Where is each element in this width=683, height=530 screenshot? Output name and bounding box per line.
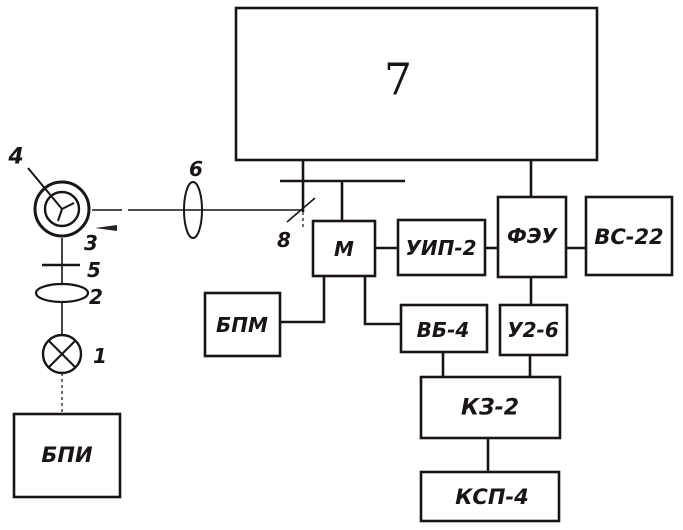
block-kz — [419, 375, 562, 440]
cell-4-mark-a — [57, 208, 63, 222]
label-4: 4 — [7, 145, 23, 170]
block-7 — [234, 6, 599, 162]
block-uip-label: УИП-2 — [405, 236, 476, 260]
block-bpm — [203, 291, 282, 358]
block-vb — [399, 303, 489, 354]
label-2: 2 — [89, 285, 103, 309]
cell-4-leader — [27, 167, 63, 210]
block-feu-label: ФЭУ — [507, 224, 559, 248]
block-bpi — [12, 412, 122, 499]
arrow-icon — [95, 225, 117, 231]
label-8: 8 — [277, 228, 291, 252]
block-bpi-label: БПИ — [41, 443, 93, 467]
label-3: 3 — [84, 231, 98, 255]
wire-m-vb — [363, 276, 401, 326]
block-vs-label: ВС-22 — [594, 225, 663, 249]
label-1: 1 — [93, 344, 107, 368]
block-7-label: 7 — [384, 55, 412, 106]
block-kz-label: КЗ-2 — [461, 396, 519, 421]
block-feu — [496, 195, 568, 279]
block-ksp-label: КСП-4 — [455, 485, 528, 509]
block-ksp — [419, 470, 561, 523]
wire-m-bpm — [280, 276, 326, 324]
block-bpm-label: БПМ — [216, 313, 268, 337]
cell-4-mark-b — [61, 202, 75, 210]
block-m-label: М — [334, 237, 354, 261]
label-6: 6 — [189, 157, 203, 181]
block-vs — [584, 195, 674, 277]
block-u2-label: У2-6 — [507, 318, 559, 342]
block-u2 — [498, 303, 569, 357]
condenser-2 — [34, 282, 90, 304]
lamp-cross-b — [48, 340, 76, 368]
label-5: 5 — [87, 258, 101, 282]
block-vb-label: ВБ-4 — [417, 318, 470, 342]
